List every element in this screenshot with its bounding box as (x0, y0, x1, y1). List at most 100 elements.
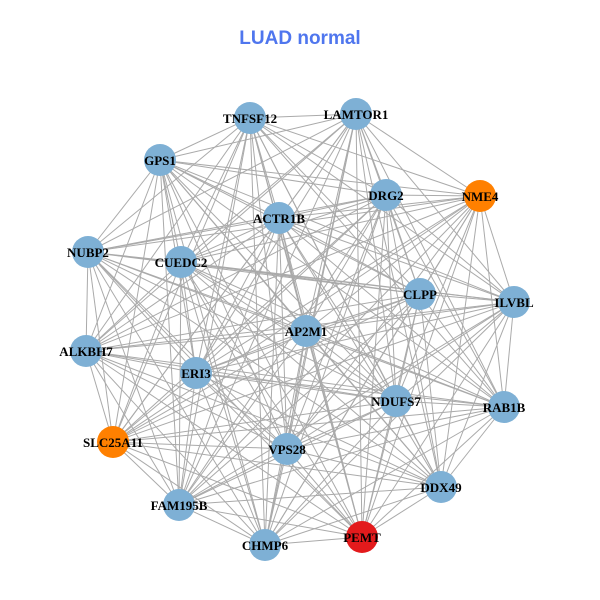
edge-ILVBL-AP2M1 (305, 301, 515, 332)
edge-AP2M1-DDX49 (305, 330, 442, 488)
edge-CUEDC2-DDX49 (180, 261, 442, 488)
node-circle (180, 357, 212, 389)
edge-NUBP2-FAM195B (87, 251, 180, 506)
node-label: DDX49 (420, 480, 462, 495)
edge-CLPP-FAM195B (178, 293, 421, 506)
node-circle (249, 529, 281, 561)
edge-GPS1-CUEDC2 (159, 159, 182, 263)
edge-DRG2-CHMP6 (264, 194, 387, 546)
edge-GPS1-ILVBL (159, 159, 515, 303)
edge-CLPP-AP2M1 (305, 293, 421, 332)
edge-CUEDC2-SLC25A11 (112, 261, 182, 443)
edge-ACTR1B-PEMT (278, 217, 363, 538)
node-circle (498, 286, 530, 318)
edge-DRG2-RAB1B (385, 194, 505, 408)
node-ap2m1: AP2M1 (285, 315, 328, 347)
node-circle (165, 246, 197, 278)
node-label: SLC25A11 (83, 435, 143, 450)
figure-title: LUAD normal (239, 28, 361, 49)
node-circle (464, 180, 496, 212)
edge-ERI3-VPS28 (195, 372, 288, 450)
edge-ERI3-SLC25A11 (112, 372, 197, 443)
edge-TNFSF12-SLC25A11 (112, 117, 251, 443)
edge-CLPP-ALKBH7 (85, 293, 421, 352)
node-circle (234, 102, 266, 134)
node-circle (97, 426, 129, 458)
edge-AP2M1-ALKBH7 (85, 330, 307, 352)
edge-NME4-DDX49 (440, 195, 481, 488)
edge-NDUFS7-CHMP6 (264, 400, 397, 546)
edge-NME4-ALKBH7 (85, 195, 481, 352)
node-circle (144, 144, 176, 176)
edge-NME4-ILVBL (479, 195, 515, 303)
edge-ILVBL-SLC25A11 (112, 301, 515, 443)
edge-GPS1-NUBP2 (87, 159, 161, 253)
edge-RAB1B-SLC25A11 (112, 406, 505, 443)
edge-VPS28-DDX49 (286, 448, 442, 488)
edge-CUEDC2-RAB1B (180, 261, 505, 408)
edge-TNFSF12-NUBP2 (87, 117, 251, 253)
node-label: DRG2 (368, 188, 403, 203)
node-label: NUBP2 (67, 245, 109, 260)
edge-NDUFS7-RAB1B (395, 400, 505, 408)
edge-ILVBL-VPS28 (286, 301, 515, 450)
node-label: CHMP6 (242, 538, 289, 553)
edge-RAB1B-CHMP6 (264, 406, 505, 546)
edge-NUBP2-ALKBH7 (85, 251, 89, 352)
node-label: CUEDC2 (155, 255, 208, 270)
edge-ALKBH7-CHMP6 (85, 350, 266, 546)
node-label: ILVBL (494, 295, 534, 310)
edge-ERI3-FAM195B (178, 372, 197, 506)
edge-FAM195B-PEMT (178, 504, 363, 538)
node-circle (425, 471, 457, 503)
node-label: ALKBH7 (59, 344, 113, 359)
node-label: VPS28 (268, 442, 306, 457)
node-circle (380, 385, 412, 417)
node-label: NME4 (462, 189, 499, 204)
edge-RAB1B-FAM195B (178, 406, 505, 506)
edge-ILVBL-RAB1B (503, 301, 515, 408)
edge-DDX49-FAM195B (178, 486, 442, 506)
edge-AP2M1-RAB1B (305, 330, 505, 408)
node-circle (340, 98, 372, 130)
edge-CLPP-CHMP6 (264, 293, 421, 546)
edge-ILVBL-CHMP6 (264, 301, 515, 546)
edge-NME4-ERI3 (195, 195, 481, 374)
edge-CUEDC2-ALKBH7 (85, 261, 182, 352)
edge-CUEDC2-VPS28 (180, 261, 288, 450)
node-circle (271, 433, 303, 465)
node-chmp6: CHMP6 (242, 529, 289, 561)
edge-NDUFS7-SLC25A11 (112, 400, 397, 443)
edge-ILVBL-NDUFS7 (395, 301, 515, 402)
edge-ACTR1B-NDUFS7 (278, 217, 397, 402)
edge-ILVBL-DDX49 (440, 301, 515, 488)
node-circle (163, 489, 195, 521)
node-clpp: CLPP (403, 278, 437, 310)
edge-ALKBH7-DDX49 (85, 350, 442, 488)
edge-ALKBH7-NDUFS7 (85, 350, 397, 402)
edge-DRG2-AP2M1 (305, 194, 387, 332)
edge-TNFSF12-NME4 (249, 117, 481, 197)
node-label: NDUFS7 (371, 394, 421, 409)
edge-TNFSF12-FAM195B (178, 117, 251, 506)
edge-ALKBH7-FAM195B (85, 350, 180, 506)
edge-LAMTOR1-AP2M1 (305, 113, 357, 332)
edge-GPS1-RAB1B (159, 159, 505, 408)
node-label: ERI3 (181, 366, 211, 381)
edge-ALKBH7-VPS28 (85, 350, 288, 450)
edge-RAB1B-DDX49 (440, 406, 505, 488)
node-circle (404, 278, 436, 310)
edge-LAMTOR1-NDUFS7 (355, 113, 397, 402)
node-slc25a11: SLC25A11 (83, 426, 143, 458)
node-lamtor1: LAMTOR1 (324, 98, 388, 130)
edge-TNFSF12-DRG2 (249, 117, 387, 196)
edge-DRG2-SLC25A11 (112, 194, 387, 443)
edge-ACTR1B-CLPP (278, 217, 421, 295)
edge-ERI3-DDX49 (195, 372, 442, 488)
edge-NDUFS7-VPS28 (286, 400, 397, 450)
node-alkbh7: ALKBH7 (59, 335, 113, 367)
node-label: AP2M1 (285, 324, 328, 339)
edge-CUEDC2-ILVBL (180, 261, 515, 303)
